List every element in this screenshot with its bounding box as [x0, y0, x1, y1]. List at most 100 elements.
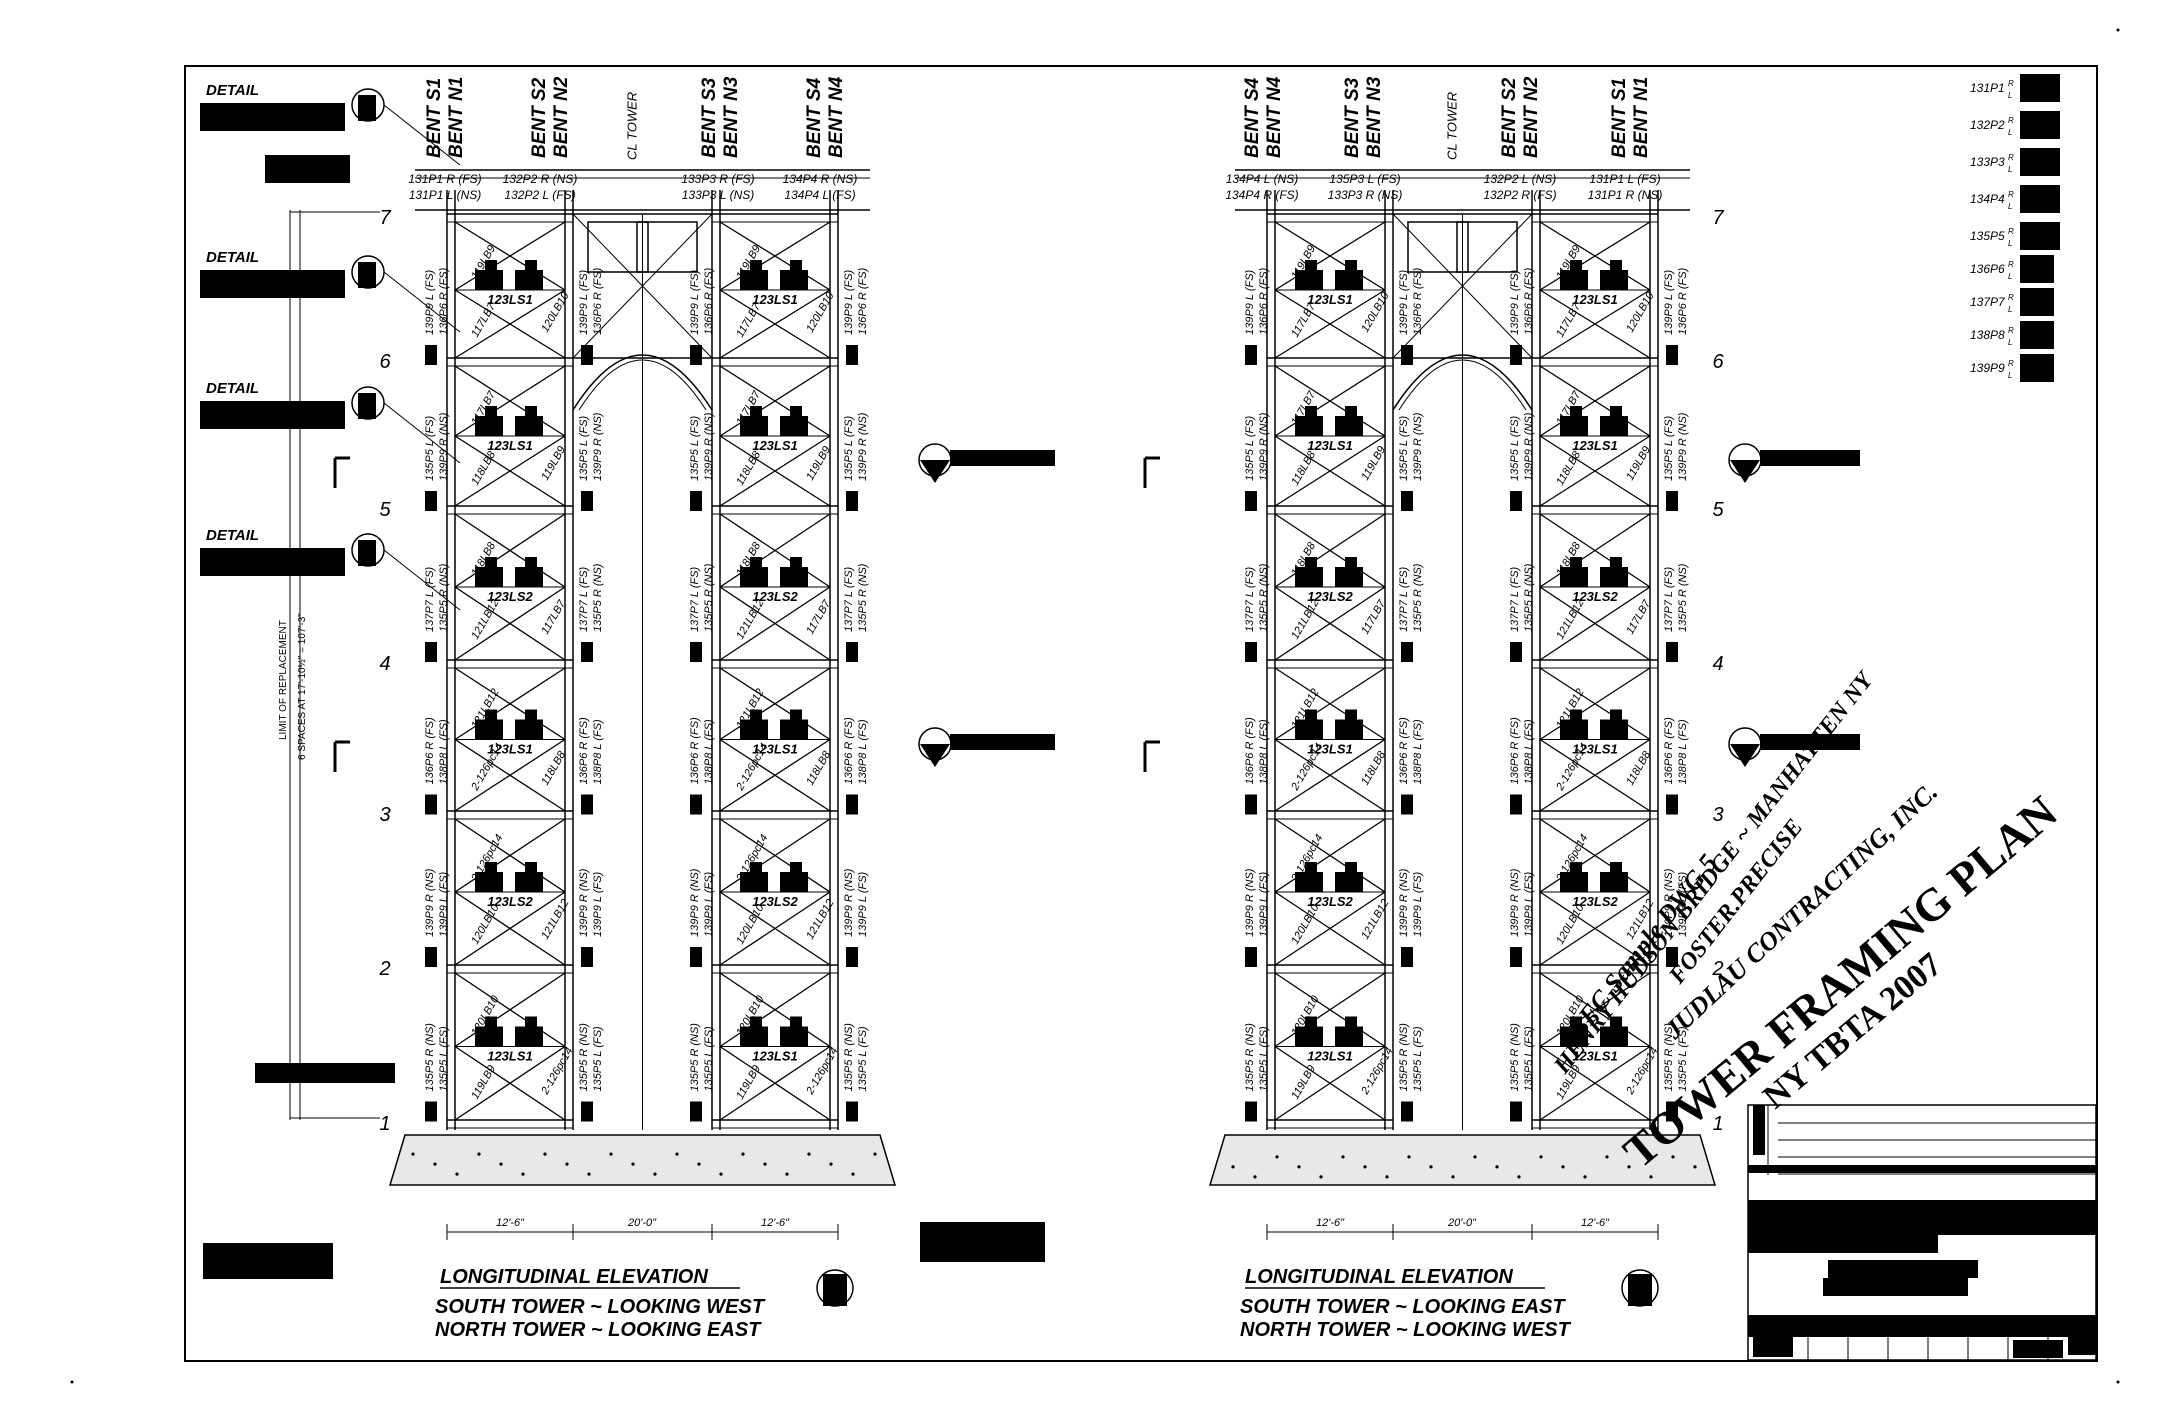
brace-label: 120LB10 — [469, 902, 502, 947]
top-tag: 132P2 R (NS) — [503, 172, 578, 186]
legend-sub: L — [2008, 371, 2012, 380]
post-tag: 137P7 L (FS) — [424, 566, 436, 632]
x-brace — [1274, 289, 1386, 359]
tag-block — [1510, 345, 1522, 365]
post-tag: 139P9 L (FS) — [1523, 871, 1535, 937]
section-bracket — [333, 740, 350, 772]
post-tag: 139P9 L (FS) — [1509, 269, 1521, 335]
panel-label: 123LS1 — [487, 742, 533, 757]
top-tag: 134P4 L (FS) — [784, 188, 855, 202]
plate-block — [780, 567, 808, 587]
post-tag: 135P5 L (FS) — [1412, 1026, 1424, 1092]
concrete-dot — [587, 1172, 591, 1176]
panel-label: 123LS1 — [1572, 292, 1618, 307]
legend-sub: L — [2008, 165, 2012, 174]
section-block — [950, 734, 1055, 750]
panel-label: 123LS2 — [1307, 589, 1353, 604]
legend-sup: R — [2008, 359, 2014, 368]
legend-block — [2020, 148, 2060, 176]
tag-block — [581, 794, 593, 815]
tag-block — [1401, 345, 1413, 365]
x-brace — [719, 972, 831, 1048]
dimension-text: 12'-6" — [1581, 1217, 1610, 1229]
top-tag: 131P1 L (FS) — [1589, 172, 1660, 186]
tag-block — [846, 642, 858, 662]
post-tag: 136P6 R (FS) — [689, 717, 701, 785]
concrete-dot — [411, 1152, 415, 1156]
x-brace — [1539, 221, 1651, 291]
post-tag: 135P5 L (FS) — [843, 415, 855, 481]
x-brace — [454, 818, 566, 893]
plate-block — [1295, 270, 1323, 290]
post-tag: 135P5 L (FS) — [1523, 1026, 1535, 1092]
post-tag: 139P9 R (NS) — [578, 868, 590, 937]
brace-label: 117LB7 — [804, 598, 833, 637]
post-tag: 137P7 L (FS) — [1398, 566, 1410, 632]
x-brace — [454, 221, 566, 291]
legend-block — [2020, 111, 2060, 139]
x-brace — [1539, 1045, 1651, 1121]
brace-label: 2-126pc14 — [804, 1045, 841, 1097]
top-tag: 133P3 R (NS) — [1328, 188, 1403, 202]
plate-block — [780, 719, 808, 740]
level-number: 4 — [1712, 653, 1723, 675]
tag-block — [581, 345, 593, 365]
section-arrow — [1730, 744, 1760, 767]
title-block-fill — [1748, 1315, 2096, 1337]
post-tag: 139P9 L (FS) — [578, 269, 590, 335]
brace-label: 118LB8 — [539, 749, 568, 788]
legend-block — [2020, 222, 2060, 250]
concrete-dot — [697, 1162, 701, 1166]
legend-tag: 135P5 — [1970, 229, 2005, 243]
panel-label: 123LS1 — [487, 1049, 533, 1064]
concrete-dot — [1583, 1175, 1587, 1179]
concrete-dot — [565, 1162, 569, 1166]
legend-block — [2020, 255, 2054, 283]
tag-block — [1245, 947, 1257, 967]
post-tag: 136P6 R (FS) — [1663, 717, 1675, 785]
post-tag: 135P5 L (FS) — [1244, 415, 1256, 481]
section-arrow — [920, 744, 950, 767]
x-brace — [454, 1045, 566, 1121]
brace-label: 118LB8 — [1359, 749, 1388, 788]
plate-block — [525, 862, 537, 872]
plate-block — [790, 557, 802, 567]
concrete-dot — [433, 1162, 437, 1166]
concrete-dot — [763, 1162, 767, 1166]
plate-block — [1570, 260, 1582, 270]
panel-label: 123LS2 — [752, 589, 798, 604]
x-brace — [1274, 586, 1386, 661]
tag-block — [1245, 345, 1257, 365]
level-number: 6 — [1712, 351, 1724, 373]
post-tag: 135P5 R (NS) — [424, 1023, 436, 1092]
top-tag: 132P2 L (FS) — [504, 188, 575, 202]
concrete-dot — [521, 1172, 525, 1176]
legend-tag: 133P3 — [1970, 155, 2005, 169]
tag-block — [425, 642, 437, 662]
post-tag: 138P8 L (FS) — [1258, 719, 1270, 785]
detail-block — [200, 270, 345, 298]
x-brace — [1539, 891, 1651, 966]
post-tag: 135P5 R (NS) — [843, 1023, 855, 1092]
concrete-dot — [1231, 1165, 1235, 1169]
section-bracket — [1143, 740, 1160, 772]
plate-block — [475, 567, 503, 587]
detail-label: DETAIL — [206, 82, 259, 99]
tag-block — [581, 1101, 593, 1122]
post-tag: 135P5 R (NS) — [1244, 1023, 1256, 1092]
bent-label: BENT N3 — [1364, 76, 1385, 158]
post-tag: 139P9 R (NS) — [1398, 868, 1410, 937]
tag-block — [425, 491, 437, 511]
post-tag: 139P9 L (FS) — [438, 871, 450, 937]
plate-block — [1295, 719, 1323, 740]
legend-sub: L — [2008, 239, 2012, 248]
panel-label: 123LS1 — [487, 438, 533, 453]
vertical-dim-text: 6 SPACES AT 17'-10½" = 107'-3" — [297, 613, 308, 760]
plate-block — [1295, 1026, 1323, 1047]
concrete-dot — [1429, 1165, 1433, 1169]
tag-block — [1401, 947, 1413, 967]
plate-block — [525, 1016, 537, 1027]
panel-label: 123LS2 — [1572, 589, 1618, 604]
tag-block — [690, 1101, 702, 1122]
